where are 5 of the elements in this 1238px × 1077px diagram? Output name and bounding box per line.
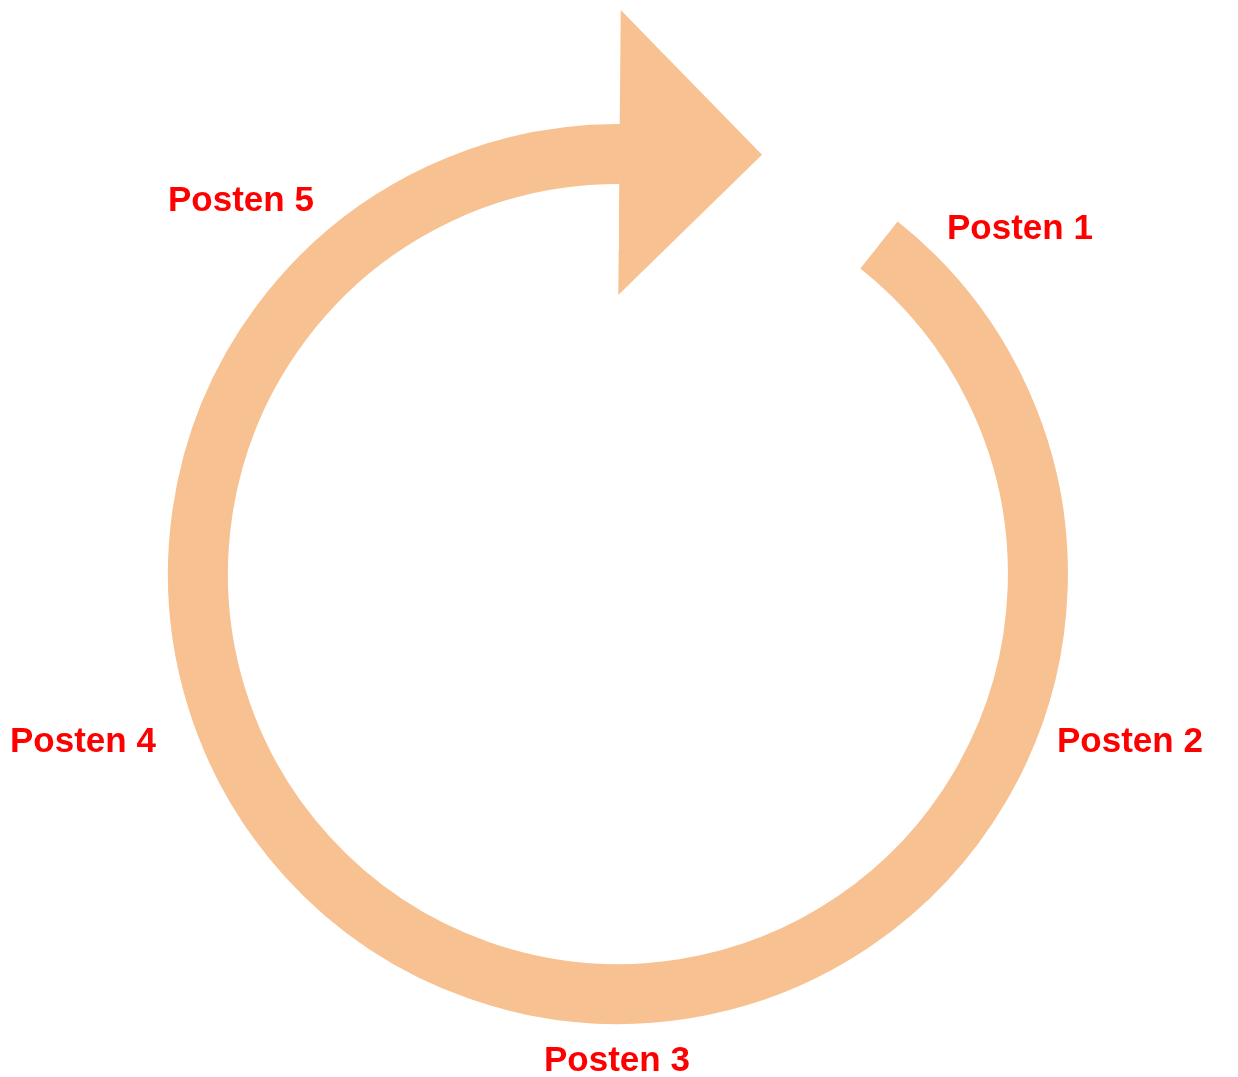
station-label: Posten 2 — [1057, 721, 1203, 760]
station-label: Posten 4 — [10, 721, 156, 760]
station-label: Posten 5 — [168, 180, 314, 219]
station-label: Posten 1 — [947, 208, 1093, 247]
station-label: Posten 3 — [544, 1040, 690, 1077]
